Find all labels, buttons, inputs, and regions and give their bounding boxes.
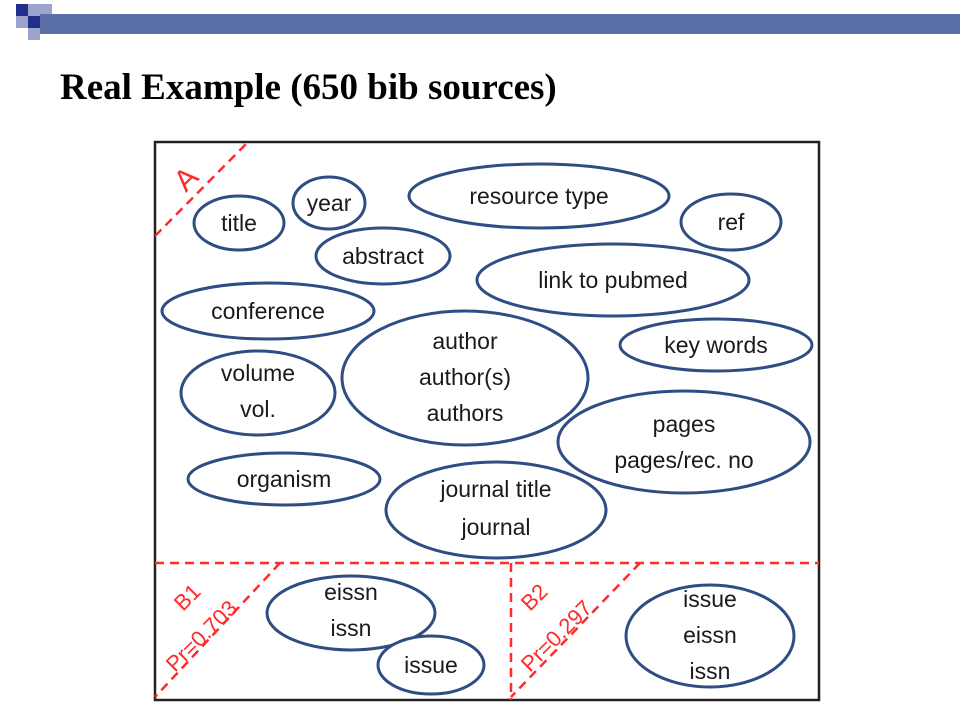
field-node-link-to-pubmed: link to pubmed — [475, 242, 751, 318]
region-b1-corner-line — [154, 562, 281, 698]
svg-text:title: title — [221, 210, 257, 236]
svg-text:abstract: abstract — [342, 243, 424, 269]
header-square — [28, 28, 40, 40]
svg-text:issn: issn — [331, 615, 372, 641]
field-node-year: year — [291, 175, 367, 231]
field-node-key-words: key words — [618, 317, 814, 373]
svg-text:volume: volume — [221, 360, 295, 386]
svg-text:authors: authors — [427, 400, 504, 426]
field-node-journal: journal title journal — [384, 460, 608, 560]
svg-text:author: author — [432, 328, 498, 354]
svg-text:journal title: journal title — [439, 476, 551, 502]
svg-text:ref: ref — [718, 209, 745, 235]
field-node-title: title — [192, 194, 286, 252]
svg-text:eissn: eissn — [683, 622, 737, 648]
field-node-b1-eissn-issn: eissn issn — [265, 574, 437, 652]
field-node-resource-type: resource type — [407, 162, 671, 230]
svg-text:issue: issue — [683, 586, 737, 612]
svg-text:key words: key words — [664, 332, 768, 358]
header-square — [40, 4, 52, 14]
svg-text:issue: issue — [404, 652, 458, 678]
svg-text:pages: pages — [653, 411, 716, 437]
region-b2-corner-line — [510, 562, 641, 698]
svg-text:organism: organism — [237, 466, 332, 492]
region-a-corner-line — [154, 141, 249, 237]
svg-text:link to pubmed: link to pubmed — [538, 267, 688, 293]
field-node-conference: conference — [160, 281, 376, 341]
svg-text:conference: conference — [211, 298, 325, 324]
field-node-pages: pages pages/rec. no — [556, 389, 812, 495]
header-decoration — [0, 0, 960, 56]
header-bar — [40, 14, 960, 34]
header-square — [16, 4, 28, 16]
field-node-abstract: abstract — [314, 226, 452, 286]
field-node-author: author author(s) authors — [340, 309, 590, 447]
header-square — [16, 16, 28, 28]
header-square — [28, 4, 40, 16]
svg-text:issn: issn — [690, 658, 731, 684]
svg-text:eissn: eissn — [324, 579, 378, 605]
field-node-b1-issue: issue — [376, 634, 486, 696]
svg-text:year: year — [307, 190, 352, 216]
field-node-volume: volume vol. — [179, 349, 337, 437]
svg-text:author(s): author(s) — [419, 364, 511, 390]
svg-text:journal: journal — [460, 514, 530, 540]
svg-text:resource type: resource type — [469, 183, 608, 209]
slide-title: Real Example (650 bib sources) — [60, 67, 557, 108]
svg-text:vol.: vol. — [240, 396, 276, 422]
header-square — [28, 16, 40, 28]
field-node-organism: organism — [186, 451, 382, 507]
svg-text:pages/rec. no: pages/rec. no — [614, 447, 753, 473]
field-node-b2-issue-eissn-issn: issue eissn issn — [624, 583, 796, 689]
field-node-ref: ref — [679, 192, 783, 252]
